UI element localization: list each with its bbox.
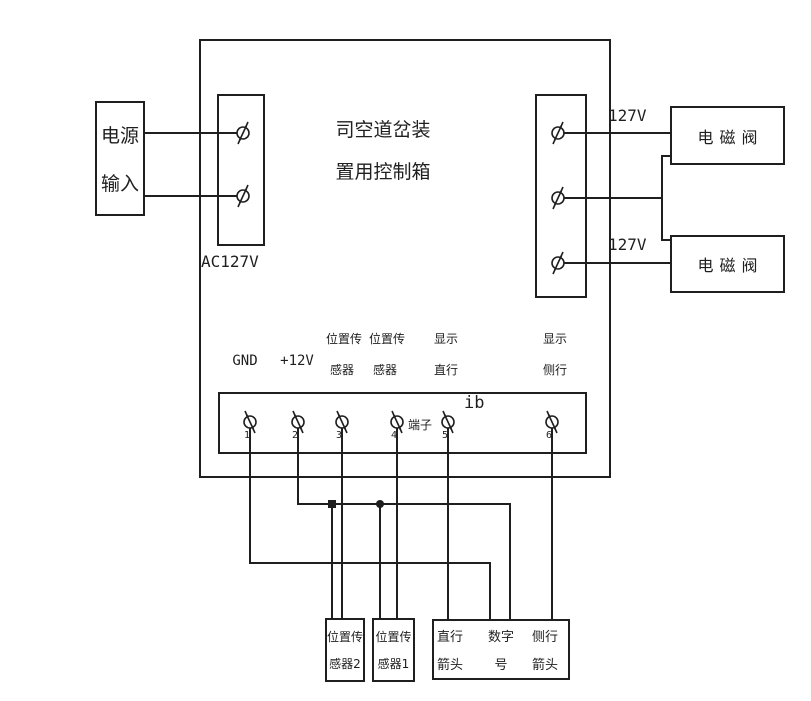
wire-valve-common-jog-bottom [661, 239, 671, 241]
terminal-number-5: 5 [441, 430, 449, 441]
sensor2-line1: 位置传 [326, 630, 363, 644]
terminal-icon [236, 184, 250, 208]
indicator-side-line1: 侧行 [531, 630, 559, 645]
junction-dot-square [328, 500, 336, 508]
terminal-icon [236, 121, 250, 145]
terminal-icon [551, 186, 565, 210]
terminal-icon [335, 410, 349, 434]
power-input-box [95, 101, 145, 216]
wire-t1-drop [489, 562, 491, 620]
wire-valve-common-jog-top [661, 155, 671, 157]
wire-t1-v [249, 428, 251, 564]
sensor1-line2: 感器1 [377, 657, 410, 671]
terminal-icon [243, 410, 257, 434]
terminal-icon [551, 251, 565, 275]
power-input-line1: 电源 [100, 125, 139, 148]
strip-label-display-straight2: 直行 [433, 363, 459, 377]
sensor1-box [372, 618, 415, 682]
valve-bottom-voltage: 127V [608, 235, 647, 254]
indicator-box [432, 619, 570, 680]
wire-t3-v [341, 428, 343, 619]
strip-label-gnd: GND [232, 353, 258, 369]
terminal-strip-box [218, 392, 587, 454]
terminal-icon [441, 410, 455, 434]
terminal-icon [390, 410, 404, 434]
indicator-digit-line2: 号 [494, 658, 508, 673]
sensor2-box [325, 618, 365, 682]
sensor1-label: 位置传 感器1 [372, 618, 415, 682]
strip-label-sensor-b2: 感器 [372, 363, 398, 377]
wire-t1-h [249, 562, 491, 564]
terminal-number-2: 2 [291, 430, 299, 441]
wire-junction1-drop [331, 503, 333, 619]
junction-dot-round [376, 500, 384, 508]
solenoid-valve-box-top [670, 106, 785, 165]
indicator-side-line2: 箭头 [531, 658, 559, 673]
strip-tag-label: ib [464, 393, 485, 413]
wire-t2-drop [509, 503, 511, 620]
strip-name-label: 端子 [408, 418, 433, 432]
strip-label-sensor-a2: 感器 [329, 363, 355, 377]
wire-t6-v [551, 428, 553, 620]
wire-valve2 [558, 262, 670, 264]
wire-junction2-drop [379, 503, 381, 619]
terminal-number-6: 6 [545, 430, 553, 441]
control-box-title-line1: 司空道岔装 [335, 119, 431, 141]
solenoid-valve-box-bottom [670, 235, 785, 293]
strip-label-display-side2: 侧行 [542, 363, 568, 377]
ac-voltage-label: AC127V [201, 252, 259, 271]
wire-t4-v [396, 428, 398, 619]
right-terminal-block [535, 94, 587, 298]
left-terminal-block [217, 94, 265, 246]
wire-valve-common-v [661, 155, 663, 241]
strip-label-sensor-a1: 位置传 [325, 332, 363, 346]
wire-valve-common-h [558, 197, 663, 199]
strip-label-12v: +12V [280, 353, 314, 369]
terminal-icon [545, 410, 559, 434]
terminal-icon [551, 121, 565, 145]
strip-label-sensor-b1: 位置传 [368, 332, 406, 346]
strip-label-display-side1: 显示 [542, 332, 568, 346]
wire-power-top [145, 132, 243, 134]
wire-valve1 [558, 132, 670, 134]
wire-t2-v [297, 428, 299, 505]
control-box-outline [199, 39, 611, 478]
valve-top-voltage: 127V [608, 106, 647, 125]
power-input-line2: 输入 [100, 172, 139, 195]
wire-t2-bus [297, 503, 511, 505]
terminal-number-4: 4 [390, 430, 398, 441]
power-input-label: 电源 输入 [95, 101, 145, 216]
strip-label-display-straight1: 显示 [433, 332, 459, 346]
sensor2-line2: 感器2 [329, 657, 361, 671]
valve-bottom-label: 电磁阀 [697, 256, 764, 275]
sensor1-line1: 位置传 [375, 630, 412, 644]
terminal-number-3: 3 [335, 430, 343, 441]
wire-t5-v [447, 428, 449, 620]
wire-power-bottom [145, 195, 243, 197]
indicator-straight-line2: 箭头 [436, 658, 464, 673]
terminal-number-1: 1 [243, 430, 251, 441]
indicator-straight-line1: 直行 [436, 630, 464, 645]
indicator-digit-line1: 数字 [487, 630, 515, 645]
sensor2-label: 位置传 感器2 [325, 618, 365, 682]
terminal-icon [291, 410, 305, 434]
control-box-title-line2: 置用控制箱 [335, 161, 431, 183]
valve-top-label: 电磁阀 [697, 127, 764, 147]
